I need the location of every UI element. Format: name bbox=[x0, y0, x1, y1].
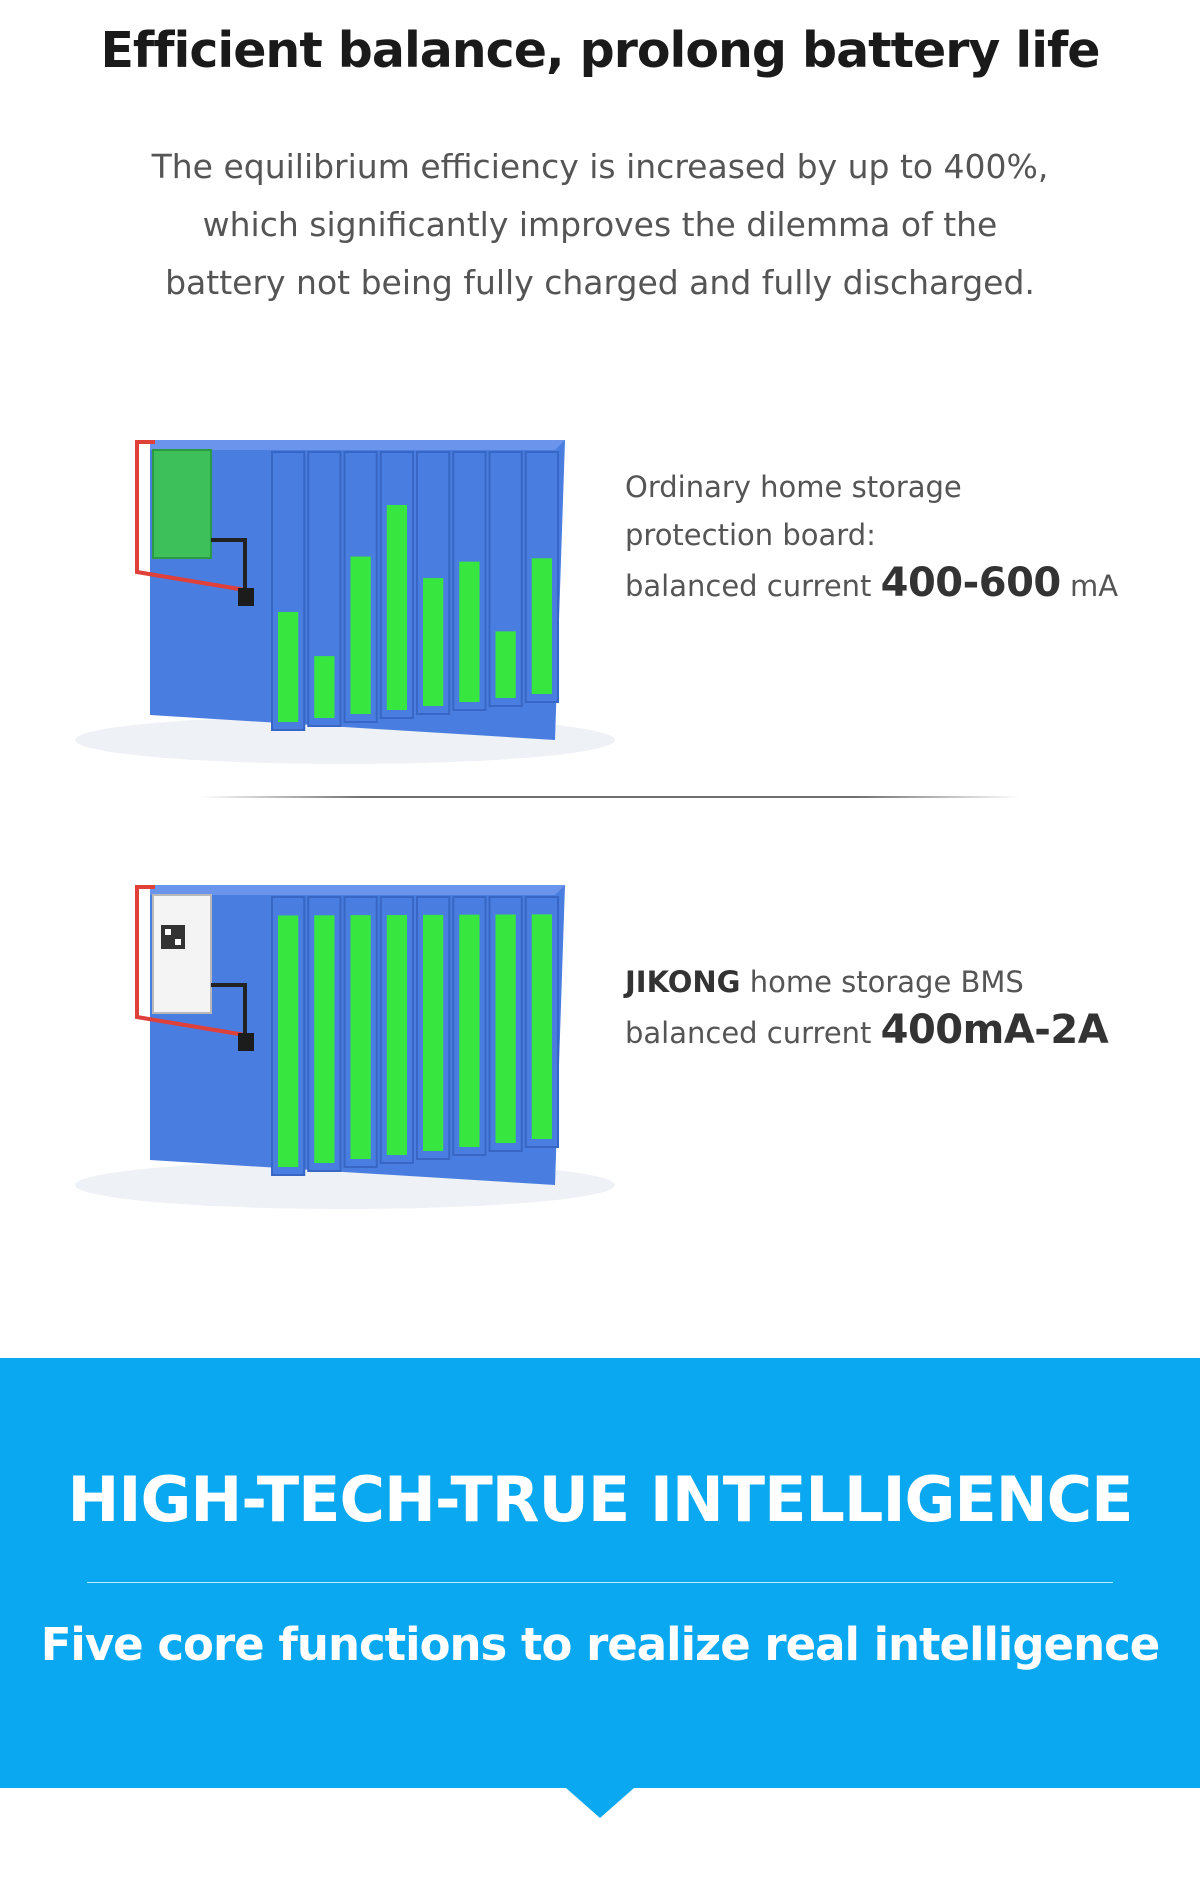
jikong-cell-charge-3 bbox=[350, 915, 371, 1159]
ordinary-protection-board-icon bbox=[152, 449, 212, 559]
jikong-cell-charge-2 bbox=[314, 915, 335, 1163]
ordinary-current-value: 400-600 bbox=[880, 560, 1062, 606]
jikong-cell-group bbox=[271, 896, 559, 1176]
jikong-battery-pack-image bbox=[75, 885, 615, 1209]
banner-subtitle: Five core functions to realize real inte… bbox=[40, 1618, 1161, 1671]
jikong-cell-charge-4 bbox=[386, 915, 407, 1155]
jikong-cell-charge-6 bbox=[459, 914, 480, 1147]
section-divider bbox=[200, 796, 1020, 798]
ordinary-cell-charge-3 bbox=[350, 556, 371, 714]
ordinary-spec-line1: Ordinary home storage bbox=[625, 470, 962, 504]
ordinary-cell-group bbox=[271, 451, 559, 731]
ordinary-cell-charge-2 bbox=[314, 656, 335, 718]
banner-title: HIGH-TECH-TRUE INTELLIGENCE bbox=[67, 1463, 1134, 1536]
ordinary-current-unit: mA bbox=[1069, 569, 1119, 603]
ordinary-cell-charge-1 bbox=[278, 611, 299, 722]
ordinary-cell-charge-4 bbox=[386, 505, 407, 710]
ordinary-current-label: balanced current bbox=[625, 569, 872, 603]
jikong-cell-charge-5 bbox=[423, 914, 444, 1151]
intelligence-banner: HIGH-TECH-TRUE INTELLIGENCE Five core fu… bbox=[0, 1358, 1200, 1788]
page-title: Efficient balance, prolong battery life bbox=[100, 22, 1100, 79]
intro-description: The equilibrium efficiency is increased … bbox=[151, 147, 1049, 302]
jikong-brand: JIKONG bbox=[625, 965, 741, 999]
jikong-current-value: 400mA-2A bbox=[880, 1007, 1109, 1053]
ordinary-cell-charge-5 bbox=[423, 578, 444, 706]
jikong-cell-charge-1 bbox=[278, 915, 299, 1167]
jikong-spec-text: JIKONG home storage BMS balanced current… bbox=[625, 958, 1109, 1057]
jikong-current-label: balanced current bbox=[625, 1016, 872, 1050]
down-arrow-icon bbox=[566, 1788, 634, 1818]
ordinary-cell-charge-8 bbox=[531, 558, 552, 694]
ordinary-cell-charge-7 bbox=[495, 631, 516, 698]
banner-divider bbox=[87, 1582, 1113, 1583]
ordinary-battery-pack-image bbox=[75, 440, 615, 764]
jikong-bms-board-icon bbox=[152, 894, 212, 1014]
jikong-spec-line1: home storage BMS bbox=[749, 965, 1024, 999]
jikong-cell-charge-8 bbox=[531, 914, 552, 1139]
ordinary-spec-line2: protection board: bbox=[625, 518, 876, 552]
ordinary-cell-charge-6 bbox=[459, 561, 480, 702]
jikong-cell-charge-7 bbox=[495, 914, 516, 1143]
qr-code-icon bbox=[161, 925, 185, 949]
ordinary-spec-text: Ordinary home storage protection board: … bbox=[625, 463, 1118, 610]
